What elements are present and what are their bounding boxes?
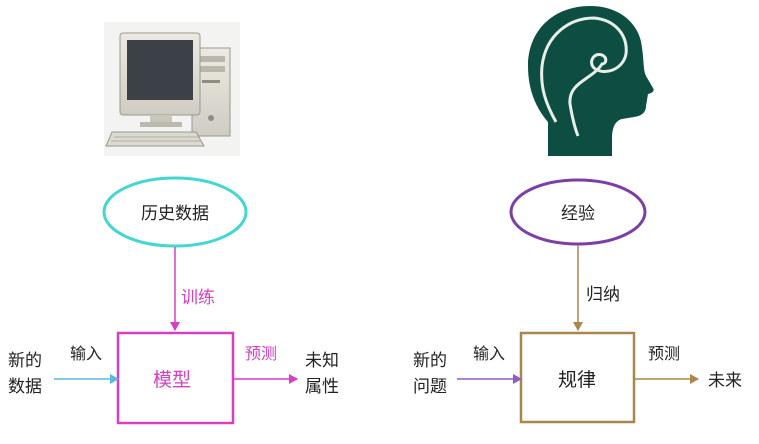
right-predict-label: 预测	[648, 344, 680, 363]
history-data-label: 历史数据	[141, 204, 209, 224]
left-output-text-line2: 属性	[305, 377, 339, 397]
computer-icon	[104, 22, 240, 156]
left-input-text-line2: 数据	[8, 377, 42, 397]
experience-node	[509, 178, 647, 246]
right-output-text: 未来	[708, 371, 742, 391]
human-head-silhouette-icon	[528, 6, 654, 156]
left-input-label: 输入	[70, 344, 102, 363]
model-label: 模型	[153, 369, 191, 391]
experience-label: 经验	[561, 204, 595, 224]
left-input-text-line1: 新的	[8, 351, 42, 371]
history-data-node	[102, 176, 248, 248]
right-input-label: 输入	[473, 344, 505, 363]
rule-label: 规律	[558, 369, 596, 391]
rule-box	[519, 331, 636, 424]
left-predict-label: 预测	[245, 344, 277, 363]
induce-label: 归纳	[586, 285, 620, 305]
left-output-text-line1: 未知	[305, 351, 339, 371]
right-input-text-line2: 问题	[413, 377, 447, 397]
right-input-text-line1: 新的	[413, 351, 447, 371]
model-box	[116, 331, 235, 425]
train-label: 训练	[181, 288, 215, 308]
